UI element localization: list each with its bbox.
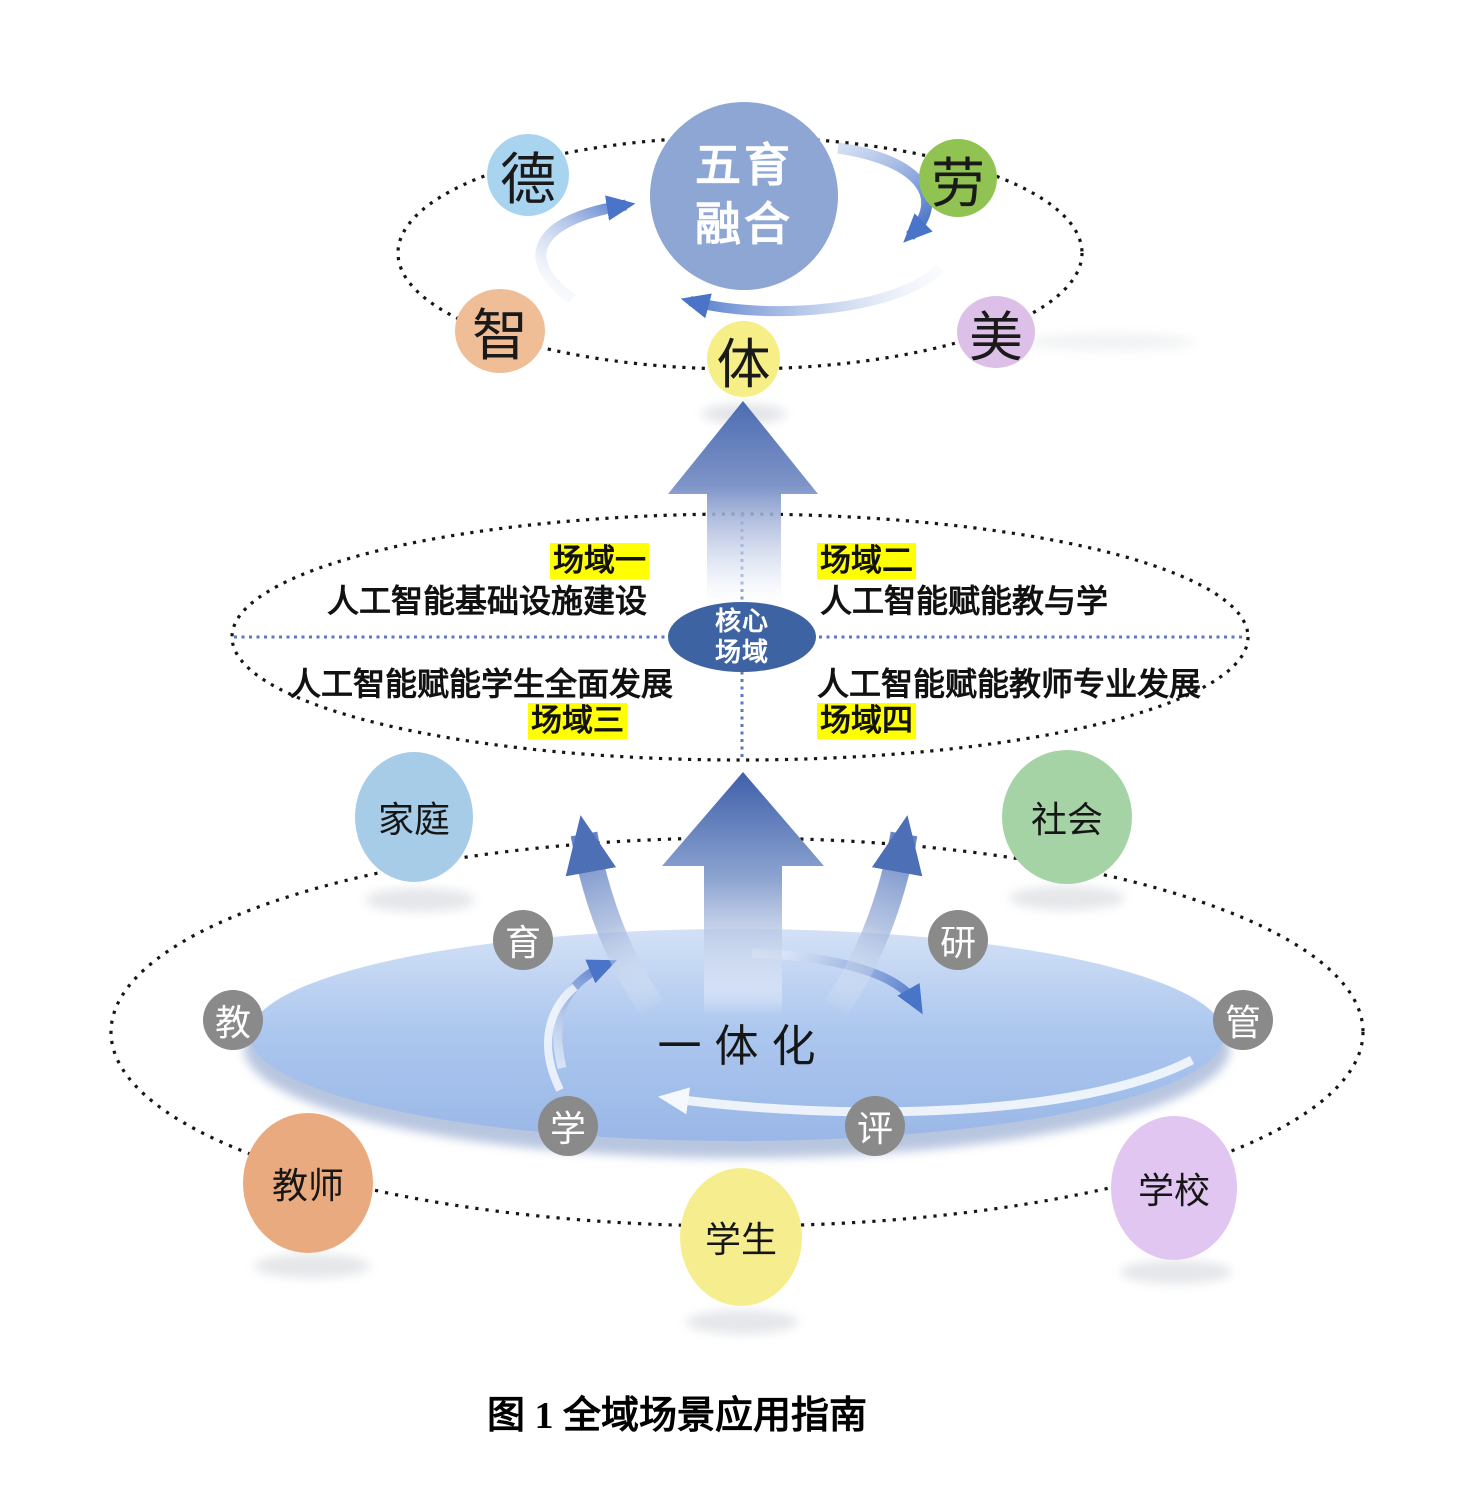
rising-right-curved-arrow <box>824 815 923 1016</box>
process-node-nurture-circle: 育 <box>493 910 553 970</box>
rising-center-arrow <box>662 772 824 1015</box>
bottom-orbit-dotted-ellipse <box>109 836 1365 1228</box>
integration-disk-label: 一体化 <box>657 1022 829 1071</box>
process-node-manage-label: 管 <box>1224 1003 1261 1043</box>
five-education-core-circle: 五育融合 <box>650 102 838 290</box>
scene-badge-3: 场域三 <box>528 703 627 739</box>
process-node-evaluate-circle: 评 <box>845 1096 905 1156</box>
satellite-labor-circle: 劳 <box>919 139 997 217</box>
satellite-moral-circle: 德 <box>487 134 569 216</box>
process-node-learn-circle: 学 <box>538 1096 598 1156</box>
satellite-intellect-circle: 智 <box>455 289 545 373</box>
process-node-research-circle: 研 <box>928 910 988 970</box>
five-education-core-label: 五育融合 <box>695 140 793 250</box>
scene-text-3: 人工智能赋能学生全面发展 <box>289 666 674 702</box>
scene-badge-4: 场域四 <box>817 703 916 739</box>
process-node-learn-label: 学 <box>549 1109 586 1149</box>
satellite-aesthetic-label: 美 <box>969 307 1023 368</box>
stakeholder-teacher-label: 教师 <box>271 1166 344 1206</box>
core-field-label: 核心场域 <box>714 606 769 667</box>
stakeholder-student-circle: 学生 <box>680 1168 802 1306</box>
scene-text-4: 人工智能赋能教师专业发展 <box>817 666 1202 702</box>
satellite-physical-circle: 体 <box>707 321 780 397</box>
stakeholder-school-circle: 学校 <box>1111 1116 1237 1260</box>
stakeholder-teacher-circle: 教师 <box>243 1113 373 1253</box>
stakeholder-school-label: 学校 <box>1137 1171 1210 1211</box>
process-node-evaluate-label: 评 <box>856 1109 893 1149</box>
disk-swirl-arrow-bottom <box>657 1056 1195 1117</box>
process-node-nurture-label: 育 <box>504 923 541 963</box>
core-field-circle: 核心场域 <box>668 602 816 672</box>
figure-caption: 图 1 全域场景应用指南 <box>486 1395 867 1437</box>
process-node-teach-circle: 教 <box>203 990 263 1050</box>
disk-swirl-arc-white-left <box>544 983 578 1092</box>
top-rotation-arc-right <box>837 142 933 243</box>
stakeholder-family-label: 家庭 <box>377 800 450 840</box>
stakeholder-family-circle: 家庭 <box>355 752 473 882</box>
rising-left-curved-arrow <box>565 815 664 1016</box>
scene-badge-1: 场域一 <box>550 543 649 579</box>
satellite-physical-label: 体 <box>716 334 771 395</box>
scene-text-2: 人工智能赋能教与学 <box>820 583 1109 619</box>
satellite-moral-label: 德 <box>500 149 556 212</box>
satellite-aesthetic-circle: 美 <box>957 296 1035 368</box>
integration-disk <box>250 929 1224 1141</box>
stakeholder-student-label: 学生 <box>704 1220 777 1260</box>
scene-badge-2: 场域二 <box>817 543 916 579</box>
process-node-teach-label: 教 <box>214 1003 251 1043</box>
stakeholder-society-label: 社会 <box>1030 800 1103 840</box>
top-rotation-arc-bottom <box>680 264 944 319</box>
middle-to-top-arrow <box>668 401 818 612</box>
satellite-intellect-label: 智 <box>472 305 528 368</box>
satellite-labor-label: 劳 <box>931 153 985 214</box>
scene-text-1: 人工智能基础设施建设 <box>327 583 648 619</box>
drop-shadows <box>254 333 1232 1334</box>
stakeholder-society-circle: 社会 <box>1002 750 1132 884</box>
top-rotation-arc-left <box>535 195 636 304</box>
process-node-manage-circle: 管 <box>1213 990 1273 1050</box>
process-node-research-label: 研 <box>939 923 976 963</box>
middle-field-dotted-ellipse <box>230 512 1250 762</box>
